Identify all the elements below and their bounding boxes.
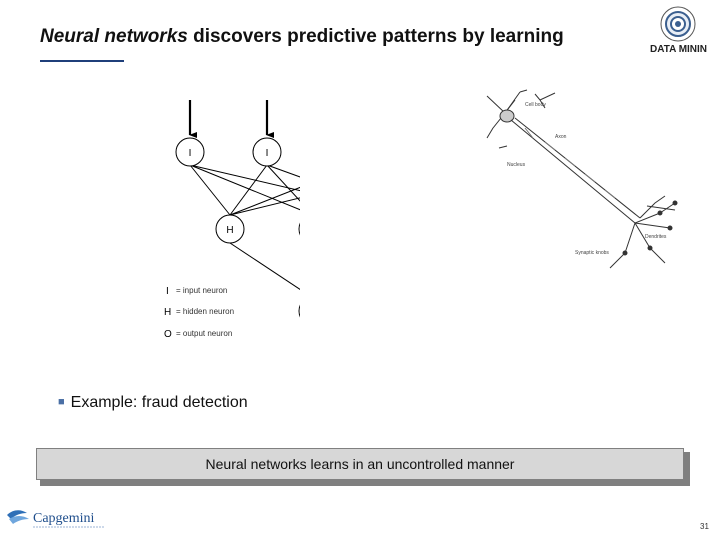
data-mining-logo-icon [660,6,696,42]
capgemini-logo: Capgemini [7,510,105,528]
neural-network-diagram: I I I I H H H O I = input neuron H = hid… [164,100,300,340]
input-layer: I I I I [175,137,282,167]
svg-text:I: I [266,148,269,159]
slide-title: Neural networks discovers predictive pat… [40,26,564,48]
hidden-neuron: H [298,222,300,236]
input-arrows [188,100,274,138]
title-emphasis: Neural networks [40,26,188,47]
input-neuron: I [252,137,282,167]
svg-text:I: I [189,148,192,159]
title-rest: discovers predictive patterns by learnin… [187,26,564,47]
legend-symbol: O [164,329,172,340]
legend-symbol: I [166,286,169,297]
title-underline [40,60,124,62]
output-neuron: O [298,304,300,318]
legend-text: = hidden neuron [176,307,234,316]
neuron-label: Nucleus [507,162,526,168]
legend-text: = output neuron [176,329,232,338]
bullet-text: Example: fraud detection [70,394,248,411]
legend-text: = input neuron [176,286,227,295]
logo-text: DATA MININ [650,44,708,55]
connections [189,164,300,290]
biological-neuron-illustration: Cell body Axon Nucleus Synaptic knobs De… [486,89,678,269]
hidden-layer: H H H [215,214,300,244]
neuron-label: Synaptic knobs [575,250,609,256]
page-number: 31 [700,522,709,531]
hidden-neuron: H [215,214,245,244]
neuron-label: Axon [555,134,567,140]
callout-box: Neural networks learns in an uncontrolle… [36,448,684,480]
callout-text: Neural networks learns in an uncontrolle… [205,456,515,472]
capgemini-spade-icon [7,510,27,519]
input-neuron: I [175,137,205,167]
neuron-label: Dendrites [645,234,667,240]
legend-symbol: H [164,307,171,318]
bullet-marker-icon: ■ [58,396,65,408]
network-legend: I = input neuron H = hidden neuron O = o… [164,286,234,340]
neuron-label: Cell body [525,102,546,108]
bullet-item: ■ Example: fraud detection [58,394,248,412]
svg-text:Capgemini: Capgemini [33,511,95,526]
svg-text:H: H [226,225,233,236]
